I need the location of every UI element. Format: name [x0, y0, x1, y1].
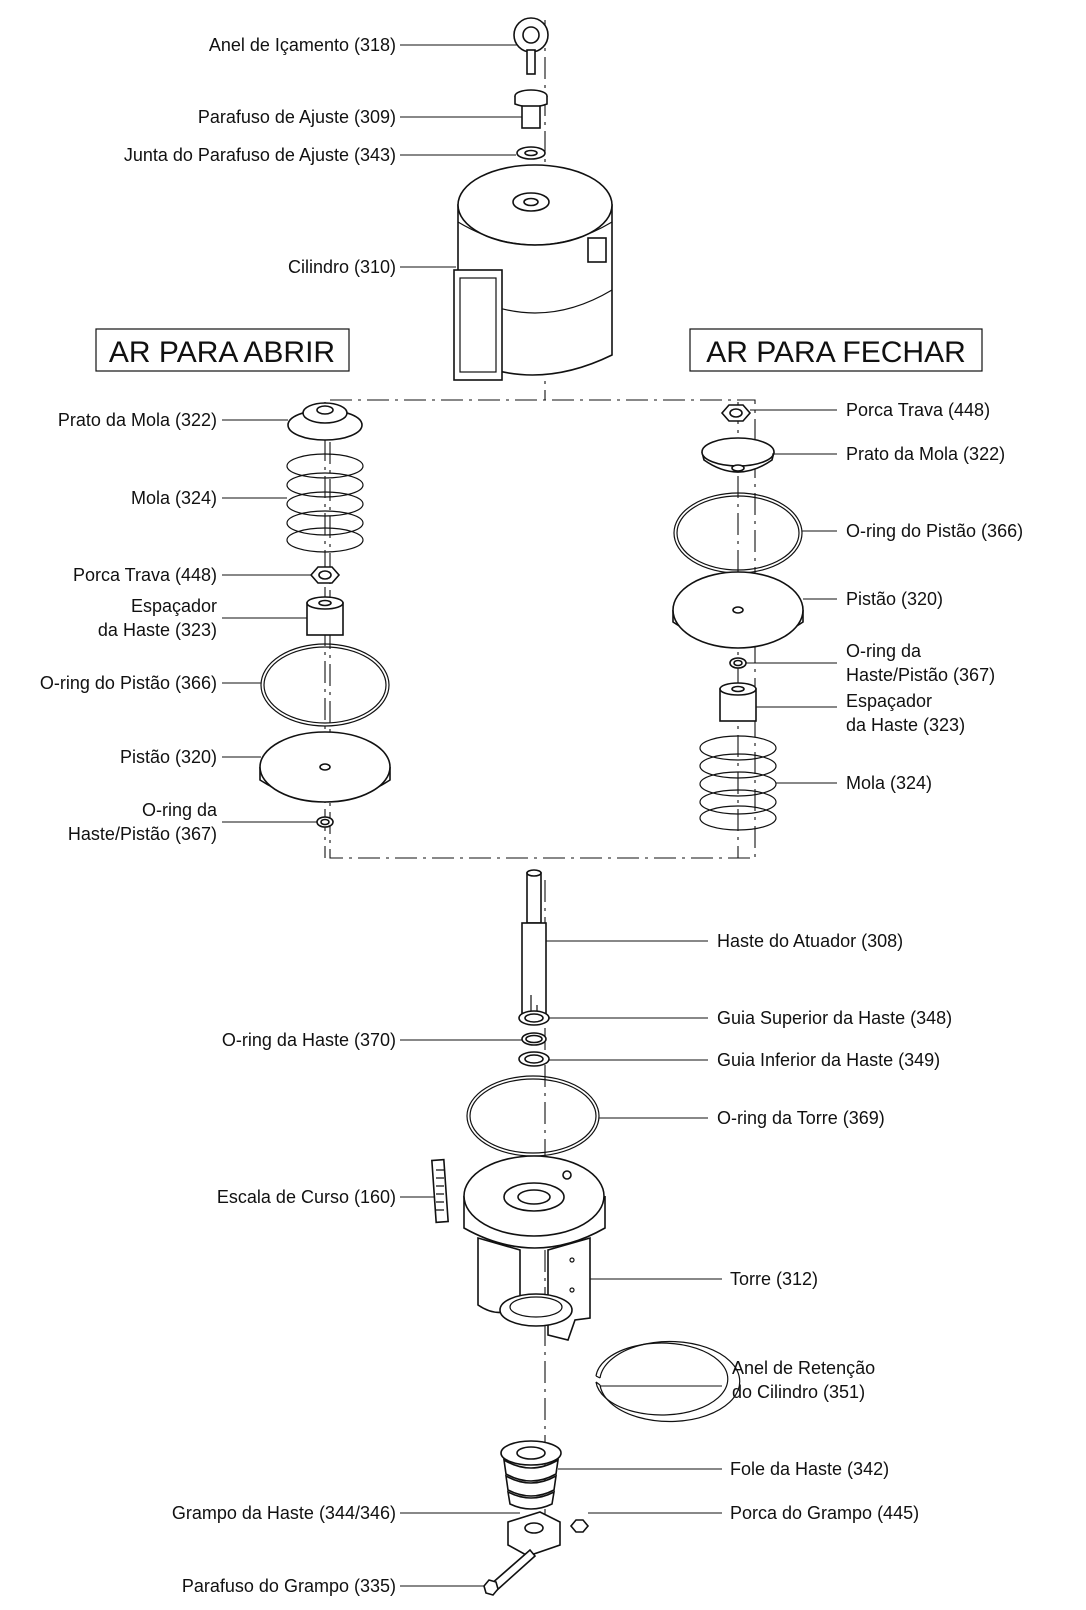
label-adjusting-screw: Parafuso de Ajuste (309) [198, 107, 396, 127]
label-left-stem-piston-oring-line2: Haste/Pistão (367) [68, 824, 217, 844]
label-left-spring: Mola (324) [131, 488, 217, 508]
label-right-spacer-line1: Espaçador [846, 691, 932, 711]
label-clamp-nut: Porca do Grampo (445) [730, 1503, 919, 1523]
stem-oring-part [521, 1032, 547, 1046]
yoke-part [463, 1155, 606, 1341]
label-actuator-stem: Haste do Atuador (308) [717, 931, 903, 951]
label-right-lock-nut: Porca Trava (448) [846, 400, 990, 420]
label-yoke-oring: O-ring da Torre (369) [717, 1108, 885, 1128]
clamp-screw-part [483, 1548, 537, 1596]
left-spacer-part [306, 596, 344, 636]
label-left-spacer-line2: da Haste (323) [98, 620, 217, 640]
retaining-ring-part [595, 1340, 741, 1423]
label-left-spring-plate: Prato da Mola (322) [58, 410, 217, 430]
label-right-piston: Pistão (320) [846, 589, 943, 609]
label-left-piston: Pistão (320) [120, 747, 217, 767]
cylinder-part [453, 164, 613, 381]
label-lower-stem-guide: Guia Inferior da Haste (349) [717, 1050, 940, 1070]
label-right-stem-piston-oring-line2: Haste/Pistão (367) [846, 665, 995, 685]
left-stem-piston-oring-part [316, 816, 334, 828]
travel-scale-part [430, 1158, 450, 1224]
label-stem-clamp: Grampo da Haste (344/346) [172, 1503, 396, 1523]
label-left-spacer-line1: Espaçador [131, 596, 217, 616]
label-right-spacer-line2: da Haste (323) [846, 715, 965, 735]
stem-boot-part [500, 1440, 562, 1510]
left-spring-plate-part [287, 402, 363, 441]
adjusting-screw-gasket-part [516, 146, 546, 160]
left-labels: Prato da Mola (322) Mola (324) Porca Tra… [40, 410, 218, 844]
label-cylinder: Cilindro (310) [288, 257, 396, 277]
label-adjusting-screw-gasket: Junta do Parafuso de Ajuste (343) [124, 145, 396, 165]
right-labels: Porca Trava (448) Prato da Mola (322) O-… [846, 400, 1023, 793]
right-spring-plate-part [701, 437, 775, 473]
label-clamp-screw: Parafuso do Grampo (335) [182, 1576, 396, 1596]
lifting-ring-part [513, 17, 549, 75]
heading-air-to-close: AR PARA FECHAR [689, 328, 983, 372]
left-piston-part [259, 731, 391, 803]
label-right-spring: Mola (324) [846, 773, 932, 793]
label-lifting-ring: Anel de Içamento (318) [209, 35, 396, 55]
clamp-nut-part [569, 1519, 590, 1533]
upper-stem-guide-part [518, 1010, 550, 1026]
label-left-piston-oring: O-ring do Pistão (366) [40, 673, 217, 693]
label-left-lock-nut: Porca Trava (448) [73, 565, 217, 585]
label-left-stem-piston-oring-line1: O-ring da [142, 800, 218, 820]
left-lock-nut-part [309, 566, 341, 584]
label-stem-oring: O-ring da Haste (370) [222, 1030, 396, 1050]
leader-lines [222, 44, 837, 1587]
stem-clamp-part [507, 1511, 561, 1557]
top-labels: Anel de Içamento (318) Parafuso de Ajust… [124, 35, 396, 277]
yoke-oring-part [466, 1075, 600, 1157]
label-right-stem-piston-oring-line1: O-ring da [846, 641, 922, 661]
label-right-spring-plate: Prato da Mola (322) [846, 444, 1005, 464]
label-travel-scale: Escala de Curso (160) [217, 1187, 396, 1207]
right-spring-part [699, 735, 777, 831]
heading-air-to-open-text: AR PARA ABRIR [109, 336, 335, 369]
lower-stem-guide-part [518, 1051, 550, 1067]
right-lock-nut-part [720, 404, 752, 422]
heading-air-to-open: AR PARA ABRIR [95, 328, 350, 372]
heading-air-to-close-text: AR PARA FECHAR [706, 336, 966, 369]
label-retaining-ring-line1: Anel de Retenção [732, 1358, 875, 1378]
right-piston-part [672, 571, 804, 649]
label-upper-stem-guide: Guia Superior da Haste (348) [717, 1008, 952, 1028]
bottom-labels: Haste do Atuador (308) Guia Superior da … [172, 931, 952, 1596]
right-stem-piston-oring-part [729, 657, 747, 669]
label-yoke: Torre (312) [730, 1269, 818, 1289]
right-spacer-part [719, 682, 757, 722]
left-spring-part [286, 453, 364, 553]
label-retaining-ring-line2: do Cilindro (351) [732, 1382, 865, 1402]
label-stem-boot: Fole da Haste (342) [730, 1459, 889, 1479]
adjusting-screw-part [514, 89, 548, 129]
actuator-stem-part [521, 869, 547, 1022]
label-right-piston-oring: O-ring do Pistão (366) [846, 521, 1023, 541]
left-piston-oring-part [260, 643, 390, 727]
